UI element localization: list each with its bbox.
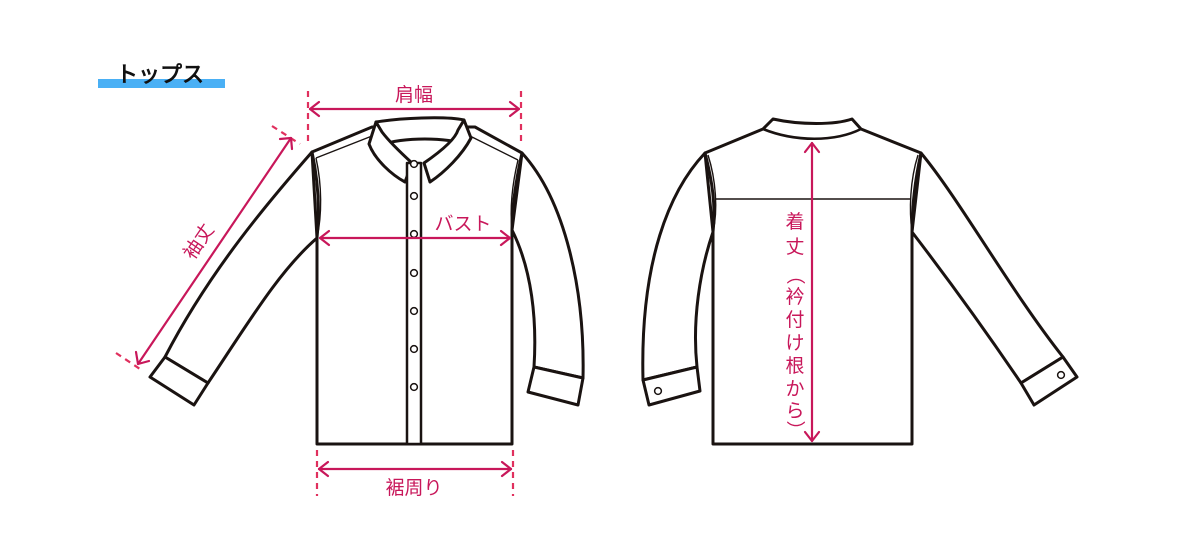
button (409, 344, 419, 354)
arrow-right-icon (500, 460, 513, 478)
button (409, 268, 419, 278)
button (409, 159, 419, 169)
arrow-left-icon (317, 460, 330, 478)
back-left-armhole (707, 154, 717, 233)
svg-text:（: （ (784, 265, 806, 284)
shoulder-width-label: 肩幅 (395, 84, 433, 106)
bust-label: バスト (434, 213, 491, 235)
front-collar-right (422, 118, 473, 184)
arrow-right-icon (508, 100, 521, 118)
arrow-down-left-icon (134, 350, 151, 366)
front-left-cuff (148, 355, 210, 407)
front-left-armhole (315, 157, 322, 239)
button (409, 191, 419, 201)
back-left-sleeve (641, 151, 715, 382)
shoulder-width-measure: 肩幅 (306, 84, 523, 145)
arrow-up-right-icon (278, 136, 294, 151)
back-right-armhole (909, 154, 919, 233)
button (409, 382, 419, 392)
front-placket (405, 161, 423, 446)
cuff-button (1056, 370, 1066, 380)
svg-text:着: 着 (785, 211, 804, 233)
svg-text:衿: 衿 (785, 286, 804, 308)
front-right-cuff (526, 365, 585, 407)
back-collar-band (762, 127, 862, 140)
arrow-right-icon (499, 229, 512, 247)
svg-text:け: け (785, 332, 804, 354)
arrow-left-icon (308, 100, 321, 118)
front-right-yoke-seam (469, 135, 519, 161)
front-left-sleeve (163, 150, 319, 385)
svg-text:付: 付 (785, 309, 804, 331)
back-right-sleeve (910, 151, 1065, 385)
svg-text:丈: 丈 (785, 236, 804, 258)
section-title: トップス (116, 63, 204, 88)
svg-text:か: か (785, 378, 804, 400)
back-right-cuff (1019, 355, 1079, 407)
front-right-armhole (510, 159, 519, 231)
front-right-sleeve (510, 151, 585, 380)
section-heading: トップス (98, 63, 225, 88)
body-length-label: 着 丈 （ 衿 付 け 根 か ら ） (784, 211, 806, 440)
front-buttons (409, 159, 419, 392)
sleeve-length-label: 袖丈 (179, 220, 218, 264)
svg-text:根: 根 (785, 355, 804, 377)
front-left-yoke-seam (315, 135, 373, 159)
svg-text:）: ） (784, 420, 806, 439)
front-shirt (148, 116, 585, 446)
back-left-cuff (641, 365, 702, 407)
cuff-button (653, 386, 663, 396)
arrow-left-icon (318, 229, 331, 247)
svg-text:ら: ら (785, 400, 804, 422)
button (409, 306, 419, 316)
hem-label: 裾周り (385, 477, 442, 499)
hem-measure: 裾周り (315, 450, 515, 499)
back-shirt (641, 117, 1079, 446)
arrow-down-icon (803, 430, 821, 443)
arrow-up-icon (803, 141, 821, 154)
heading-underline (98, 79, 225, 88)
button (409, 229, 419, 239)
bust-measure: バスト (318, 213, 512, 247)
body-length-measure: 着 丈 （ 衿 付 け 根 か ら ） (784, 141, 821, 443)
